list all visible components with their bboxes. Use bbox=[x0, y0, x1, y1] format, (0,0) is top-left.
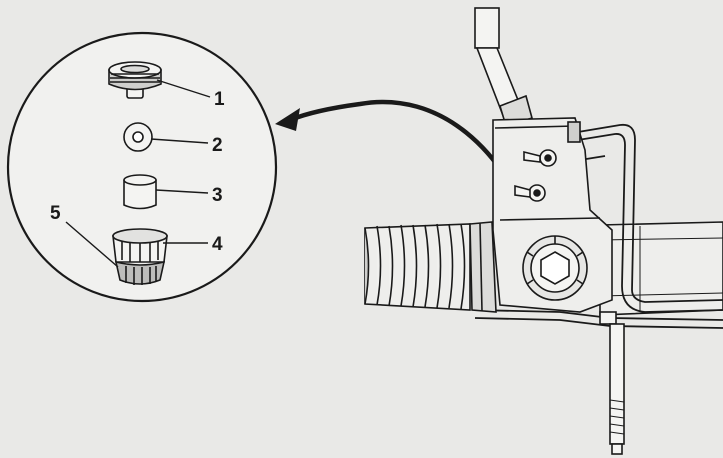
input-shaft bbox=[474, 7, 533, 128]
callout-1: 1 bbox=[214, 89, 225, 110]
callout-3: 3 bbox=[212, 185, 223, 206]
steering-rack bbox=[364, 7, 723, 455]
arrow-head bbox=[275, 108, 300, 131]
callout-5: 5 bbox=[50, 203, 61, 224]
part-1-adjuster-cap bbox=[108, 61, 162, 99]
mounting-stud bbox=[599, 311, 625, 455]
detail-circle bbox=[6, 31, 278, 303]
yoke-plug-location bbox=[522, 235, 588, 301]
wing-bolts bbox=[514, 149, 557, 202]
fluid-lines bbox=[474, 123, 723, 329]
callout-leaders bbox=[65, 79, 211, 268]
part-4-yoke bbox=[112, 228, 168, 285]
part-2-washer bbox=[123, 122, 153, 152]
callout-4: 4 bbox=[212, 234, 223, 255]
detail-inset: 1 2 3 4 5 bbox=[6, 31, 278, 303]
part-3-sleeve bbox=[123, 174, 157, 210]
rack-boot bbox=[364, 221, 497, 313]
callout-2: 2 bbox=[212, 135, 223, 156]
